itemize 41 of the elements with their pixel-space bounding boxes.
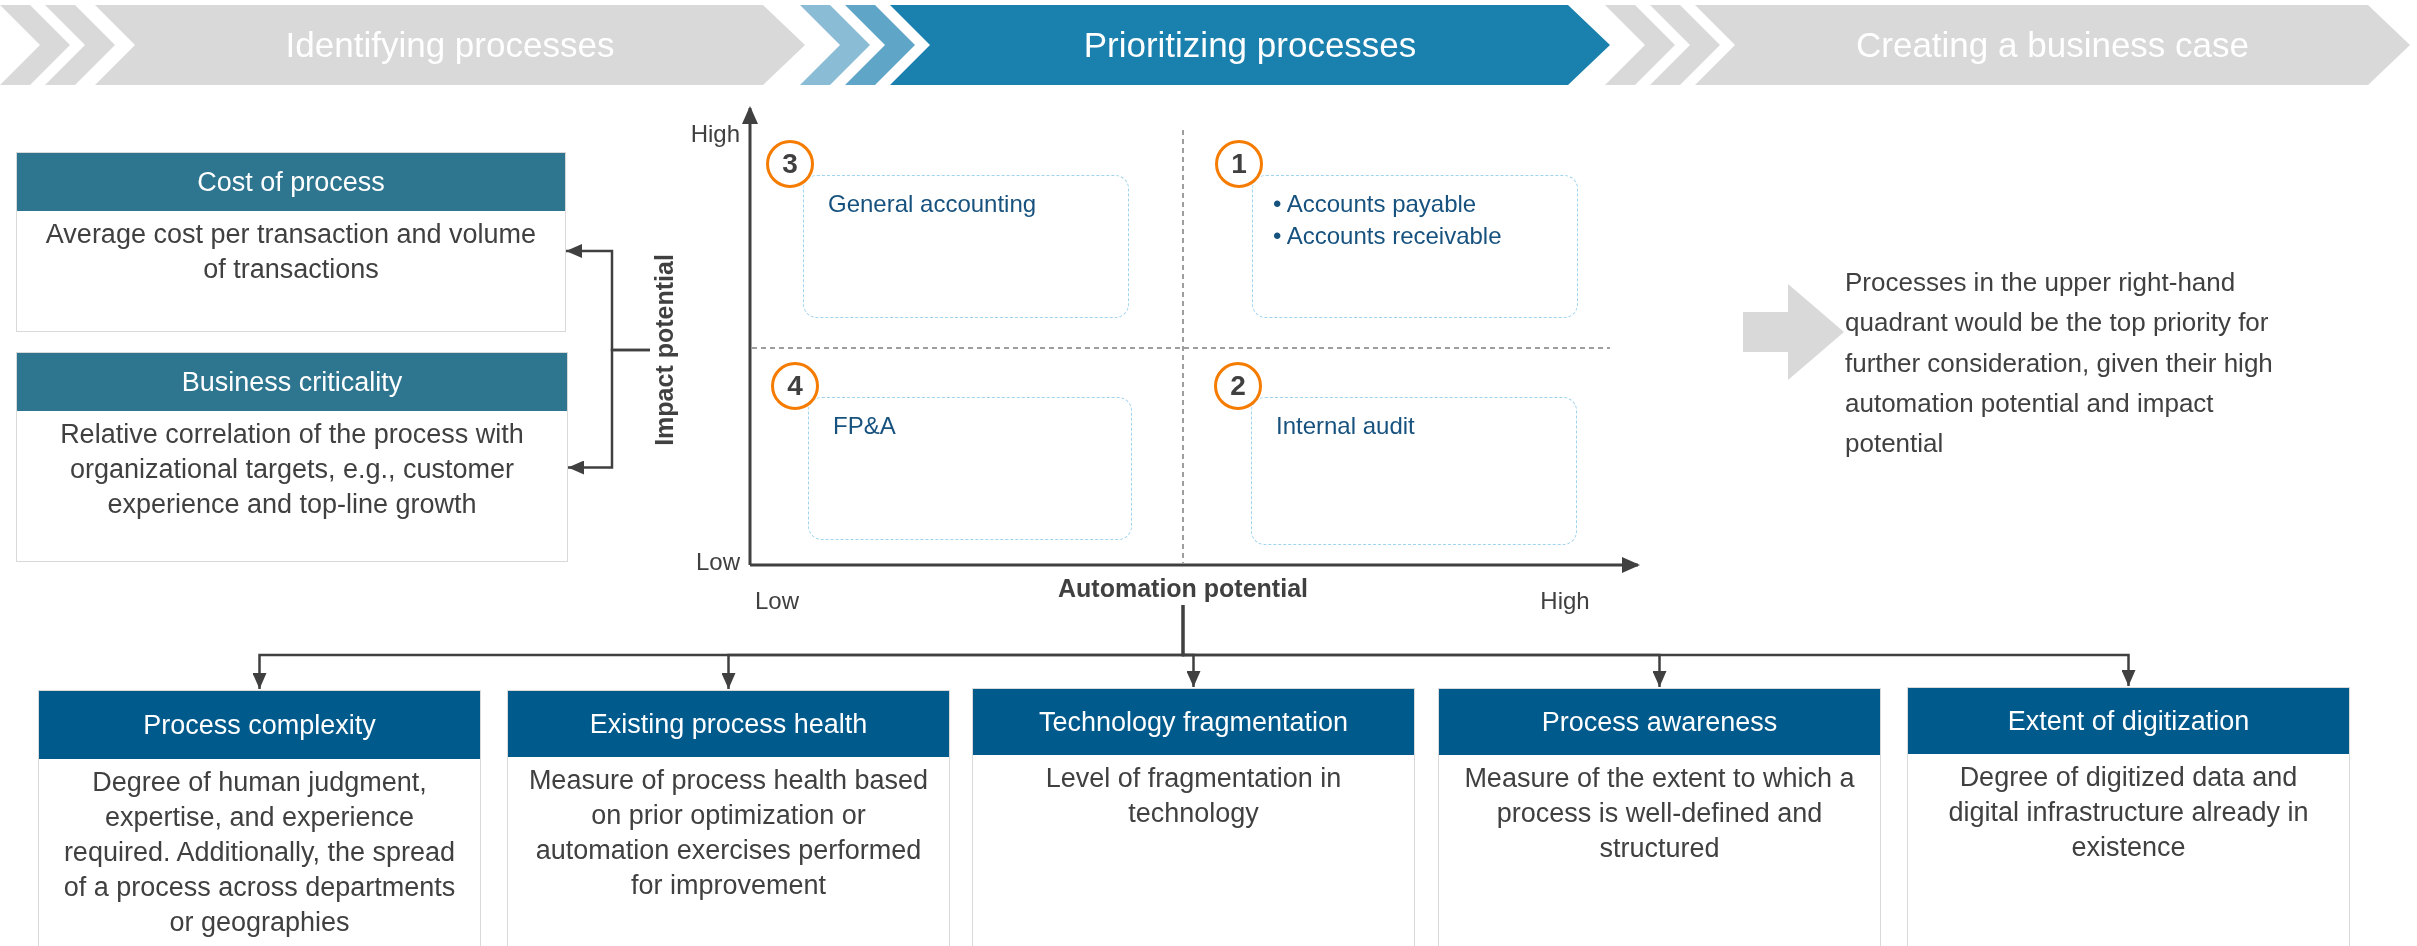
card-header: Business criticality	[17, 353, 567, 411]
number-badge: 4	[771, 362, 819, 410]
process-name: General accounting	[828, 190, 1037, 218]
card-description: Measure of process health based on prior optimization or automation exercises performed for improvement	[527, 764, 930, 903]
card-header: Extent of digitization	[1908, 688, 2349, 754]
list-item: • Accounts receivable	[1273, 222, 1502, 250]
card-background	[1907, 687, 2350, 946]
axis-tick-label: High	[690, 120, 740, 148]
axis-tick-label: Low	[695, 548, 740, 576]
card-description: Measure of the extent to which a process is well-defined and structured	[1463, 762, 1856, 866]
axis-tick-label: High	[1539, 587, 1591, 615]
list-item: • Accounts payable	[1273, 190, 1478, 218]
card-header: Technology fragmentation	[973, 689, 1414, 755]
process-name: Internal audit	[1276, 412, 1415, 440]
card-description: Average cost per transaction and volume of transactions	[44, 218, 538, 287]
number-badge: 2	[1214, 362, 1262, 410]
card-background	[38, 690, 481, 946]
card-background	[1438, 688, 1881, 946]
card-description: Level of fragmentation in technology	[1044, 762, 1343, 831]
note-text: Processes in the upper right-hand quadrant would be the top priority for further consideration, given their high automation potential and impact potential	[1845, 262, 2315, 464]
card-description: Degree of digitized data and digital infrastructure already in existence	[1947, 761, 2310, 865]
number-badge: 3	[766, 140, 814, 188]
card-header: Cost of process	[17, 153, 565, 211]
axis-title: Automation potential	[1033, 574, 1333, 603]
card-description: Degree of human judgment, expertise, and experience required. Additionally, the spread of a process across departments or geographies	[62, 766, 457, 940]
block-arrow	[1743, 284, 1844, 380]
card-header: Process complexity	[39, 691, 480, 759]
card-background	[972, 688, 1415, 946]
phase-title: Prioritizing processes	[1083, 25, 1417, 65]
axis-title: Impact potential	[650, 230, 682, 470]
number-badge: 1	[1215, 140, 1263, 188]
arrow	[1181, 605, 2136, 686]
card-description: Relative correlation of the process with organizational targets, e.g., customer experience and top-line growth	[59, 418, 525, 522]
card-background	[16, 152, 566, 332]
card-header: Existing process health	[508, 691, 949, 757]
card-background	[16, 352, 568, 562]
card-background	[507, 690, 950, 946]
axis-tick-label: Low	[755, 587, 800, 615]
card-header: Process awareness	[1439, 689, 1880, 755]
arrow	[568, 348, 650, 475]
process-name: FP&A	[833, 412, 896, 440]
